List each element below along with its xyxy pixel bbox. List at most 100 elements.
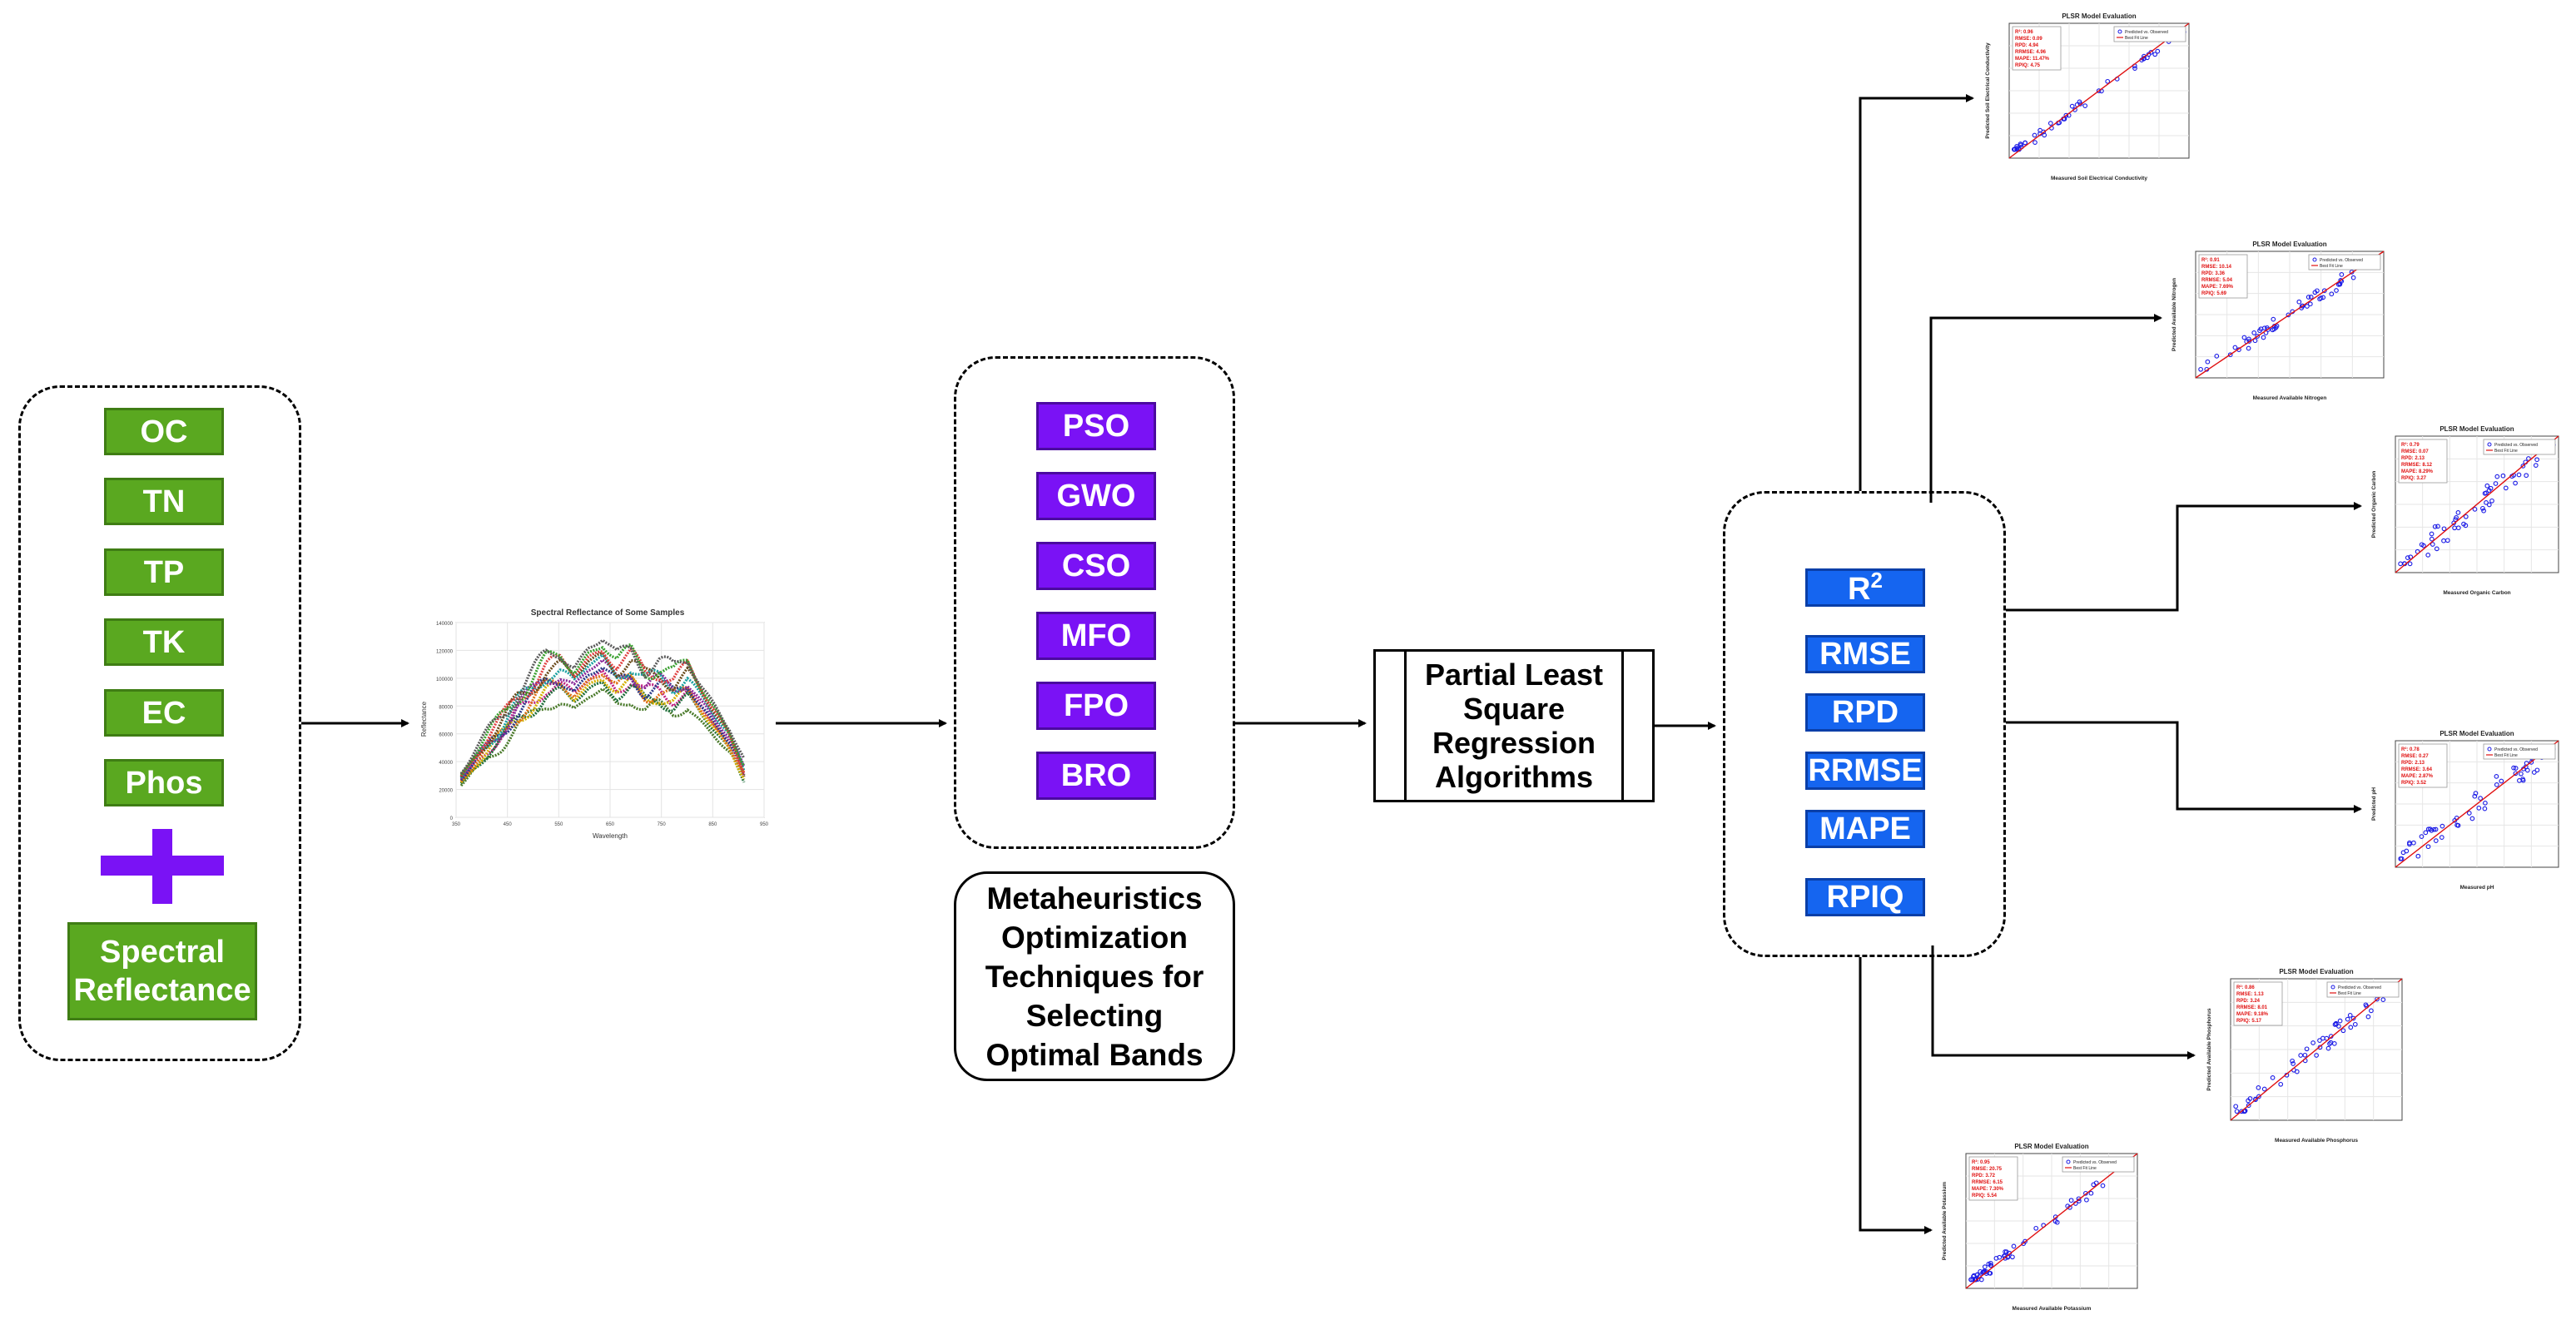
eval-plot-point [2441,538,2446,543]
eval-plot-point [2441,526,2447,532]
eval-plot-point [2246,339,2252,344]
eval-plot-point [2432,524,2438,529]
eval-plot-point [2469,816,2475,821]
metric-mape-label: MAPE [1819,811,1911,846]
eval-plot-point [2041,129,2047,135]
metric-rmse-box: RMSE [1805,635,1925,673]
eval-plot-legend [2113,26,2186,42]
eval-plot-title: PLSR Model Evaluation [2014,1143,2088,1150]
eval-plot-point [2241,335,2247,340]
eval-plot-stat: RRMSE: 6.15 [1972,1180,2003,1185]
eval-plot-point [2489,498,2494,504]
eval-plot-stat: RMSE: 0.27 [2401,754,2429,759]
eval-plot-point [2476,806,2482,811]
spectral-plot-xlabel: Wavelength [593,832,628,840]
eval-plot-fit-line [2008,22,2190,159]
eval-plot-stats-box [2012,26,2062,71]
input-tp-box: TP [104,548,224,596]
eval-plot-point [2500,473,2506,479]
eval-plot-point [2455,510,2461,515]
eval-plot-point [2511,765,2516,771]
eval-plot-point [2302,1052,2308,1058]
eval-plot-point [2513,766,2519,771]
eval-plot-stat: RPD: 3.36 [2201,271,2226,276]
spectral-ytick: 120000 [436,649,454,654]
eval-plot-point [2033,140,2037,145]
eval-plot-point [2315,288,2320,294]
eval-plot-point [2524,473,2529,479]
metaheuristics-caption-box: Metaheuristics Optimization Techniques f… [954,871,1235,1081]
eval-plot-stat: MAPE: 8.29% [2401,469,2434,474]
eval-plot-stat: RPD: 4.94 [2015,43,2039,48]
eval-plot-stat: R²: 0.78 [2401,747,2420,752]
metric-rpiq-label: RPIQ [1826,879,1904,915]
eval-plot-point [2310,1040,2315,1045]
eval-plot-fit-line [2395,740,2559,868]
eval-plot-stat: RMSE: 20.75 [1972,1167,2003,1172]
eval-plot-point [2198,366,2203,372]
eval-plot-point [2434,546,2440,552]
spectral-curve [459,653,746,779]
eval-plot-legend-entry: Predicted vs. Observed [2494,747,2538,752]
eval-plot-point [2082,103,2088,108]
eval-plot-title: PLSR Model Evaluation [2252,241,2326,248]
eval-plot-point [2463,514,2469,519]
optimizer-pso-label: PSO [1062,408,1130,444]
eval-plot-legend-entry: Predicted vs. Observed [2320,258,2363,263]
eval-plot-stat: R²: 0.96 [2015,29,2033,35]
eval-plot-stats-box [2398,743,2448,788]
eval-plot-point [2411,840,2416,846]
eval-plot-point [2429,536,2435,542]
eval-plot-point [2425,844,2431,850]
eval-plot-point [2033,1225,2039,1231]
spectral-xtick: 950 [760,822,769,827]
input-tn-box: TN [104,478,224,525]
eval-plot-point [1974,1273,1980,1278]
eval-plot-point [2520,777,2525,782]
eval-plot-xlabel: Measured Available Phosphorus [2275,1138,2358,1144]
eval-plot-point [1988,1263,1994,1268]
eval-plot-ylabel: Predicted Available Potassium [1942,1182,1948,1260]
eval-plot-point [2336,1024,2341,1029]
eval-plot-point [2252,338,2258,344]
eval-plot-point [2084,1197,2089,1203]
metric-r2-box: R2 [1805,568,1925,607]
eval-plot-point [2407,841,2412,847]
eval-plot-stat: R²: 0.95 [1972,1159,1990,1165]
eval-plot-point [2429,531,2435,537]
eval-plot-stat: RPIQ: 4.75 [2015,63,2041,68]
eval-plot-legend-entry: Best Fit Line [2125,36,2148,41]
arrow-to-plot-oc [2006,502,2362,612]
spectral-xtick: 350 [452,822,461,827]
eval-plot-point [2261,335,2266,340]
eval-plot-stat: RRMSE: 3.64 [2401,767,2433,772]
eval-plot-point [2534,457,2539,463]
eval-plot-point [2369,1008,2374,1014]
eval-plot-point [2290,1058,2295,1064]
eval-plot-point [2352,1021,2358,1027]
eval-plot-point [2399,856,2405,861]
eval-plot-point [2350,275,2356,280]
eval-plot-point [2439,835,2444,840]
spectral-ytick: 80000 [439,705,453,710]
eval-plot-point [2408,554,2414,560]
plsr-label-wrap: Partial Least Square Regression Algorith… [1409,652,1619,800]
spectral-curve [459,658,746,781]
eval-plot-point [2325,1045,2331,1051]
eval-plot-stat: RRMSE: 8.12 [2401,463,2433,468]
eval-plot-point [2452,525,2457,531]
arrow-to-plot-ec [1859,94,1974,491]
eval-plot-point [2329,291,2335,297]
eval-plot-point [2251,330,2257,335]
eval-plot-point [2405,555,2410,560]
eval-plot-stat: RPIQ: 3.27 [2401,476,2427,481]
spectral-curve [459,643,746,776]
eval-plot-point [2274,323,2280,329]
optimizer-cso-box: CSO [1036,542,1156,590]
optimizer-bro-label: BRO [1060,757,1132,793]
optimizer-gwo-label: GWO [1056,478,1136,514]
eval-plot-legend-entry: Predicted vs. Observed [2494,443,2538,448]
eval-plot-point [2473,791,2479,796]
spectral-xtick: 850 [708,822,717,827]
